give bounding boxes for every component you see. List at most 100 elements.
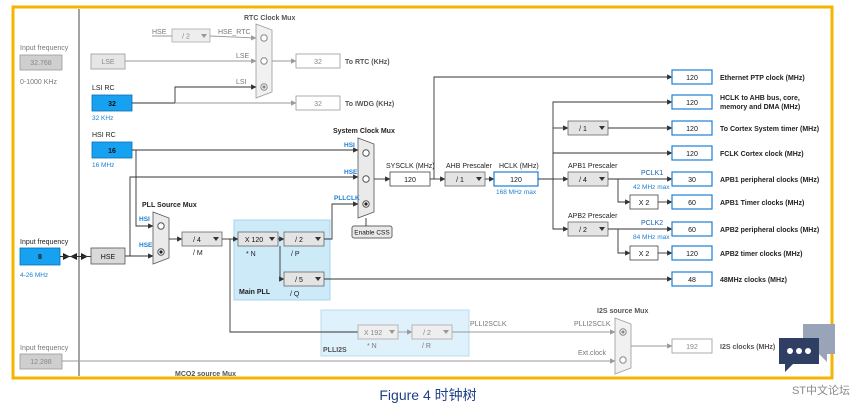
plli2s-r-value: / 2 [423, 330, 431, 337]
apb1-prescaler-label: APB1 Prescaler [568, 163, 618, 170]
i2s-source-mux[interactable] [614, 317, 632, 375]
hsi-rc-note: 16 MHz [92, 162, 114, 169]
apb2-timer-label: APB2 timer clocks (MHz) [720, 251, 802, 258]
figure-caption: Figure 4 时钟树 [379, 387, 477, 403]
pll-n-label: * N [246, 251, 256, 258]
hclk-max-label: 168 MHz max [496, 189, 537, 196]
rtc-hse-divider-chevron-down-icon [201, 34, 207, 38]
apb2-prescaler-value: / 2 [579, 227, 587, 234]
lse-block [90, 53, 126, 70]
i2s-ext-frequency-field[interactable] [19, 353, 63, 370]
lse-frequency-value: 32.768 [30, 60, 52, 67]
plli2s-n-label: * N [367, 343, 377, 350]
apb1-periph-value: 30 [688, 177, 696, 184]
apb2-chevron-down-icon [599, 227, 605, 231]
i2s-value: 192 [686, 344, 698, 351]
hse-block-label: HSE [101, 254, 116, 261]
sysclk-mux-option-hse[interactable] [362, 175, 370, 183]
hsi-rc-label: HSI RC [92, 132, 116, 139]
enable-css-label: Enable CSS [354, 230, 390, 237]
hclk-ahb-value-box[interactable] [671, 94, 713, 110]
i2s-ext-frequency-value: 12.288 [30, 359, 52, 366]
rtc-hse-divider-dropdown[interactable] [171, 28, 211, 43]
lse-range-label: 0-1000 KHz [20, 79, 57, 86]
pll-q-chevron-down-icon [315, 277, 321, 281]
rtc-clock-mux-title: RTC Clock Mux [244, 15, 295, 22]
hclk-ahb-label-line2: memory and DMA (MHz) [720, 104, 800, 111]
apb1-chevron-down-icon [599, 177, 605, 181]
pclk1-label: PCLK1 [641, 170, 663, 177]
apb1-timer-multiplier: X 2 [639, 200, 650, 207]
apb2-periph-value-box[interactable] [671, 221, 713, 237]
ahb-prescaler-value: / 1 [456, 177, 464, 184]
pll-p-divider-value: / 2 [295, 237, 303, 244]
pllclk-to-sysclk-wire [324, 201, 359, 240]
forum-watermark: ST中文论坛 [791, 385, 850, 397]
pll-m-chevron-down-icon [213, 237, 219, 241]
i2s-input-frequency-label: Input frequency [20, 345, 69, 352]
ethernet-ptp-value-box[interactable] [671, 69, 713, 85]
apb1-timer-value: 60 [688, 200, 696, 207]
pll-p-chevron-down-icon [315, 237, 321, 241]
rtc-mux-selected-dot [262, 85, 266, 89]
pll-source-mux-title: PLL Source Mux [142, 202, 197, 209]
i2s-value-box [671, 338, 713, 354]
lsi-rc-note: 32 KHz [92, 115, 113, 122]
hclk-label: HCLK (MHz) [499, 163, 539, 170]
chat-bubble-icon[interactable] [779, 324, 835, 372]
rtc-hse-rtc-label: HSE_RTC [218, 29, 251, 36]
usb-48mhz-value-box[interactable] [671, 271, 713, 287]
fclk-value: 120 [686, 151, 698, 158]
i2s-mux-option-ext-clock[interactable] [619, 356, 627, 364]
pll-n-multiplier-value: X 120 [245, 237, 263, 244]
hse-input-frequency-label: Input frequency [20, 239, 69, 246]
systimer-chevron-down-icon [599, 126, 605, 130]
rtc-value-box [295, 53, 341, 69]
sysclk-hse-label: HSE [344, 169, 358, 176]
i2s-source-mux-title: I2S source Mux [597, 308, 648, 315]
fclk-label: FCLK Cortex clock (MHz) [720, 151, 804, 158]
pll-m-divider-value: / 4 [193, 237, 201, 244]
systimer-value-box[interactable] [671, 120, 713, 136]
pll-source-mux[interactable] [152, 211, 170, 265]
rtc-output-label: To RTC (KHz) [345, 59, 390, 66]
hclk-to-ahb-wire [538, 99, 673, 180]
apb2-timer-wire [617, 229, 631, 256]
ethernet-ptp-value: 120 [686, 75, 698, 82]
rtc-hse-label: HSE [152, 29, 167, 36]
pll-m-label: / M [193, 250, 203, 257]
pll-p-label: / P [291, 251, 300, 258]
i2s-mux-in2-label: Ext.clock [578, 350, 607, 357]
enable-css-button[interactable] [351, 225, 393, 239]
mco2-source-mux-label: MCO2 source Mux [175, 371, 236, 378]
apb1-timer-value-box[interactable] [671, 194, 713, 210]
rtc-mux-option-hse-rtc[interactable] [260, 34, 268, 42]
lse-frequency-field[interactable] [19, 54, 63, 71]
pll-source-selected-dot [159, 250, 163, 254]
pll-to-plli2s-wire [229, 239, 358, 333]
fclk-value-box[interactable] [671, 145, 713, 161]
sysclk-mux-option-hsi[interactable] [362, 149, 370, 157]
plli2s-r-label: / R [422, 343, 431, 350]
apb2-timer-value-box[interactable] [671, 245, 713, 261]
iwdg-value: 32 [314, 101, 322, 108]
lsi-rc-value: 32 [108, 101, 116, 108]
hclk-to-apb2-wire [552, 179, 569, 232]
systimer-label: To Cortex System timer (MHz) [720, 126, 819, 133]
rtc-lse-label: LSE [236, 53, 250, 60]
ahb-chevron-down-icon [476, 177, 482, 181]
rtc-value: 32 [314, 59, 322, 66]
apb1-timer-wire [617, 179, 631, 205]
sysclk-label: SYSCLK (MHz) [386, 163, 435, 170]
pll-source-option-hsi[interactable] [157, 222, 165, 230]
apb2-timer-multiplier: X 2 [639, 251, 650, 258]
apb2-timer-value: 120 [686, 251, 698, 258]
apb1-periph-value-box[interactable] [671, 171, 713, 187]
sysclk-hsi-label: HSI [344, 142, 355, 149]
system-clock-mux-title: System Clock Mux [333, 128, 395, 135]
sysclk-value: 120 [404, 177, 416, 184]
ethernet-ptp-label: Ethernet PTP clock (MHz) [720, 75, 805, 82]
plli2s-label: PLLI2S [323, 347, 347, 354]
rtc-mux-option-lse[interactable] [260, 57, 268, 65]
usb-48mhz-value: 48 [688, 277, 696, 284]
